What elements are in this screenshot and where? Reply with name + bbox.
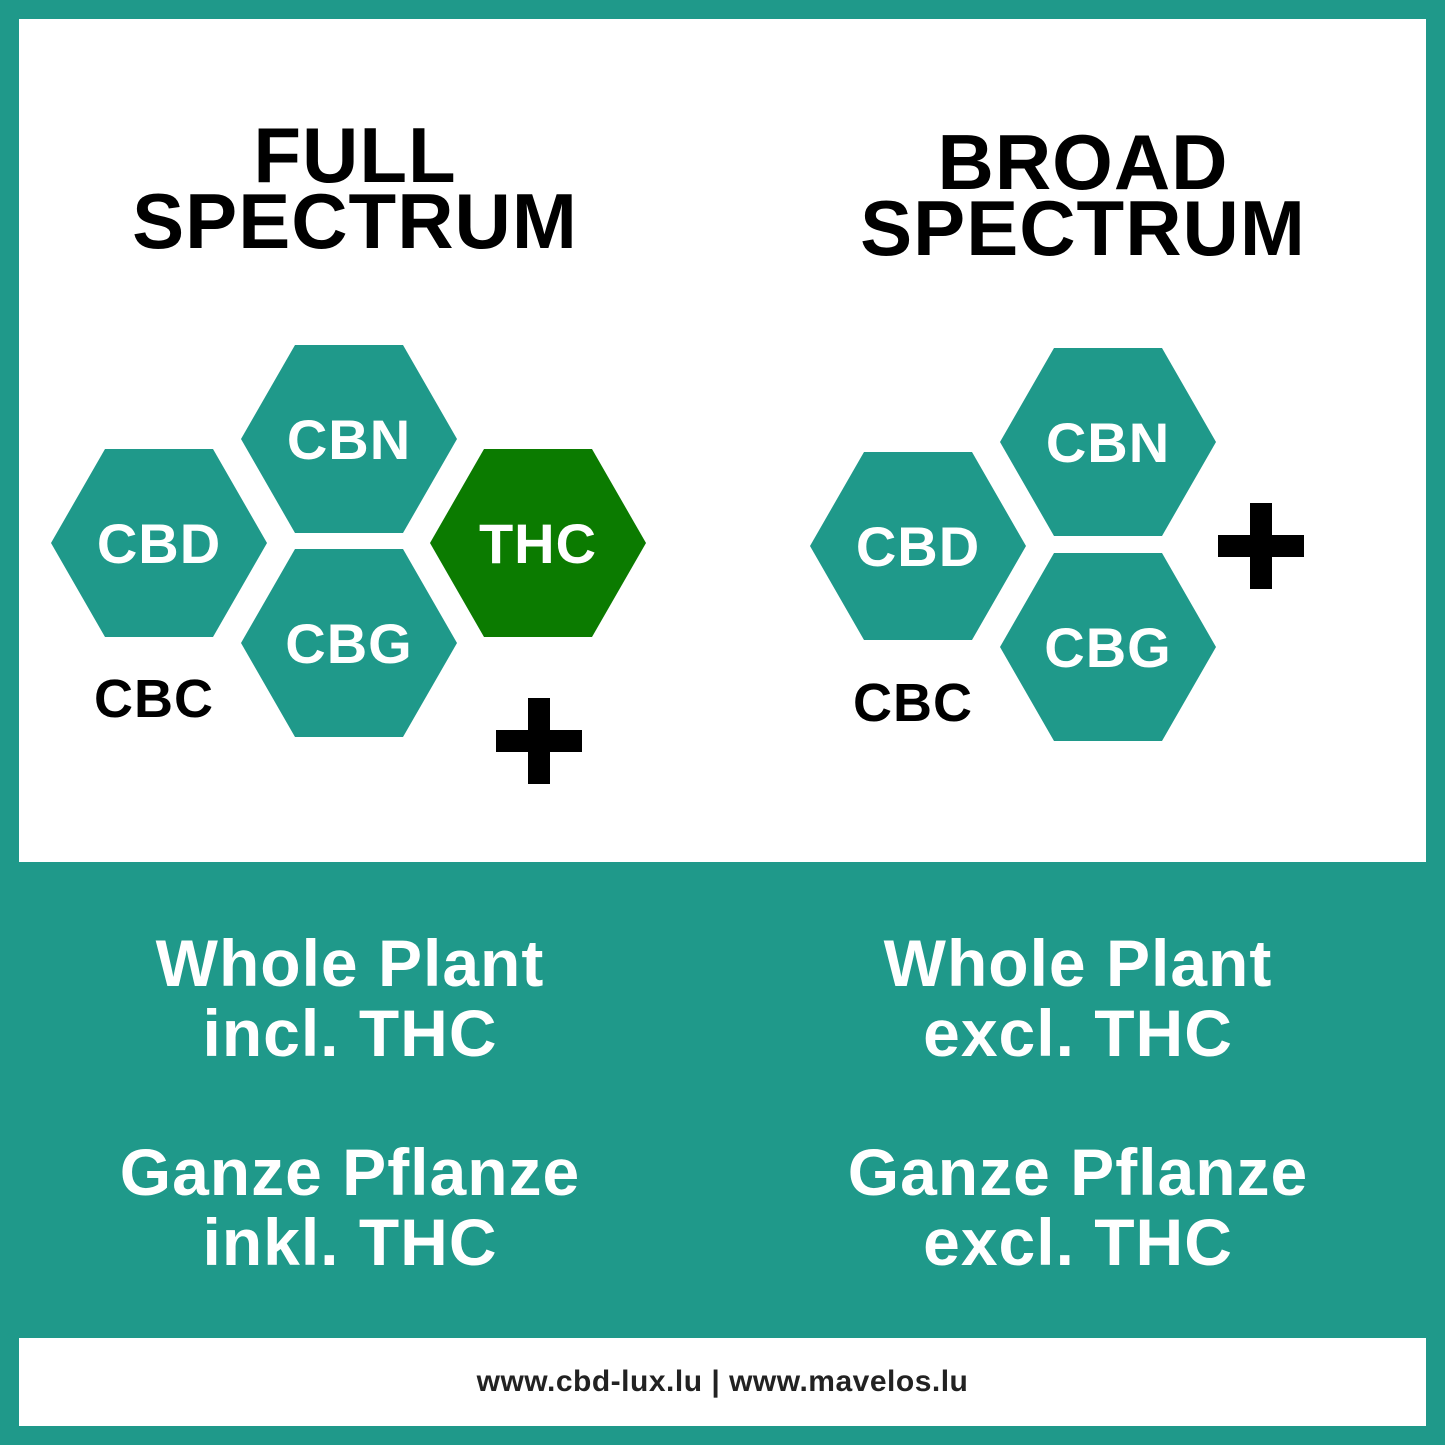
broad-desc-en-line1: Whole Plant	[883, 926, 1273, 1000]
broad-desc-de-line1: Ganze Pflanze	[847, 1135, 1309, 1209]
full-desc-de: Ganze Pflanze inkl. THC	[30, 1137, 670, 1277]
plus-icon	[1218, 503, 1304, 589]
broad-desc-de: Ganze Pflanze excl. THC	[758, 1137, 1398, 1277]
full-thc-label: THC	[478, 511, 598, 575]
broad-spectrum-title: BROAD SPECTRUM	[783, 118, 1383, 272]
full-desc-en-line1: Whole Plant	[155, 926, 545, 1000]
footer-urls: www.cbd-lux.lu | www.mavelos.lu	[476, 1365, 969, 1398]
broad-desc-en-line2: excl. THC	[923, 996, 1233, 1070]
full-desc-de-line2: inkl. THC	[202, 1205, 498, 1279]
broad-cbd-label: CBD	[855, 514, 981, 578]
full-cbc-label: CBC	[94, 669, 214, 729]
plus-icon	[496, 698, 582, 784]
broad-cbc-label: CBC	[853, 673, 973, 733]
full-desc-en-line2: incl. THC	[202, 996, 498, 1070]
full-cbg-label: CBG	[285, 611, 413, 675]
footer-bar: www.cbd-lux.lu | www.mavelos.lu	[19, 1338, 1426, 1426]
broad-cbn-label: CBN	[1045, 410, 1171, 474]
broad-spectrum-title-line2: SPECTRUM	[860, 184, 1306, 272]
full-cbn-hex: CBN	[241, 345, 457, 533]
full-desc-de-line1: Ganze Pflanze	[119, 1135, 581, 1209]
full-spectrum-title-line1: FULL	[253, 111, 457, 199]
full-cbd-label: CBD	[96, 511, 222, 575]
full-spectrum-title-line2: SPECTRUM	[132, 177, 578, 265]
full-desc-en: Whole Plant incl. THC	[30, 928, 670, 1068]
broad-cbg-label: CBG	[1044, 615, 1172, 679]
broad-cbn-hex: CBN	[1000, 348, 1216, 536]
full-cbn-label: CBN	[286, 407, 412, 471]
full-spectrum-title: FULL SPECTRUM	[55, 111, 655, 265]
broad-desc-de-line2: excl. THC	[923, 1205, 1233, 1279]
broad-desc-en: Whole Plant excl. THC	[758, 928, 1398, 1068]
broad-spectrum-title-line1: BROAD	[937, 118, 1229, 206]
